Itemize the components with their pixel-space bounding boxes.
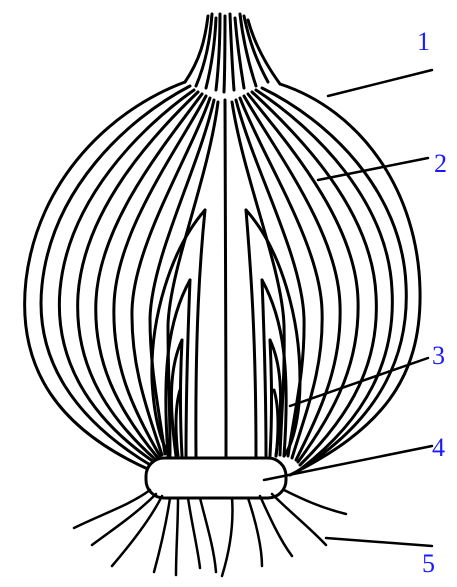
label-5: 5 <box>422 549 435 578</box>
basal-plate <box>146 458 286 498</box>
label-4: 4 <box>432 433 445 462</box>
leader-5 <box>326 538 432 546</box>
outer-scales <box>25 82 420 475</box>
leader-1 <box>328 70 432 96</box>
label-1: 1 <box>417 27 430 56</box>
label-2: 2 <box>434 149 447 178</box>
leader-3 <box>290 358 428 406</box>
roots <box>74 490 346 576</box>
onion-neck <box>185 14 280 92</box>
leader-2 <box>318 158 428 180</box>
label-3: 3 <box>432 341 445 370</box>
